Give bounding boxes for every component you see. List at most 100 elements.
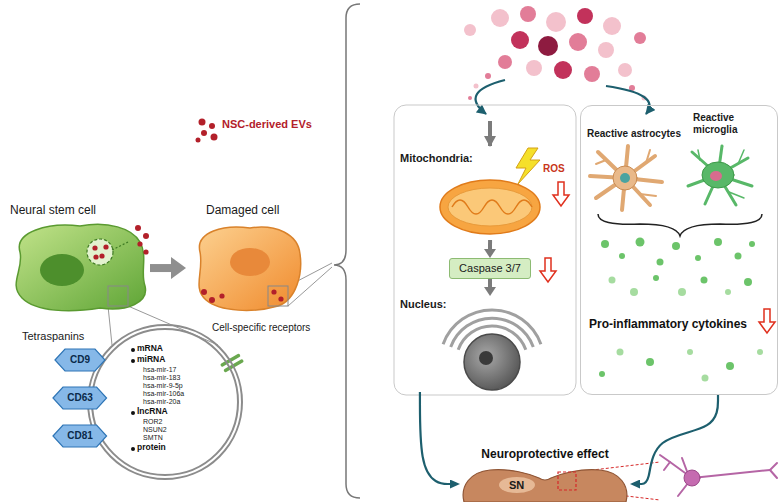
vesicle-cloud [569, 33, 587, 51]
heading-text: Mitochondria: [400, 152, 473, 165]
cytokine-dots [726, 362, 734, 370]
cytokine-dots [609, 277, 616, 284]
stem-cell-figure [40, 254, 84, 286]
brain-shape [463, 470, 627, 502]
uptake-arrow [476, 80, 650, 114]
nucleus-figure [479, 351, 493, 365]
astrocyte [613, 166, 637, 190]
vesicle-cargo: mRNAmiRNAhsa-mir-17hsa-mir-183hsa-mir-9-… [87, 324, 243, 480]
node-text: CD63 [67, 392, 93, 404]
brain-shape [460, 466, 630, 502]
stem-cell-figure [99, 253, 104, 258]
bullet-dot [131, 348, 135, 352]
bracket [334, 4, 360, 498]
stem-cell-figure [87, 239, 113, 265]
damaged-cell-figure [199, 227, 301, 310]
neuron [684, 470, 700, 486]
vesicle-cloud [511, 31, 529, 49]
inflammation-panel: Reactive astrocytesReactive microgliaPro… [580, 105, 778, 395]
vesicle-cloud [464, 6, 647, 101]
heading-text: Nucleus: [400, 298, 446, 311]
brain-region [499, 477, 535, 493]
node-text: Pro-inflammatory cytokines [589, 318, 747, 332]
vesicle-cloud [618, 63, 632, 77]
vesicle-cloud [474, 84, 479, 89]
cytokine-dots [714, 238, 722, 246]
diamond-shape [53, 425, 107, 447]
damaged-cell-figure [219, 293, 224, 298]
ev-dots [209, 123, 215, 129]
damaged-cell-figure [209, 297, 215, 303]
node-text: mRNA [137, 344, 163, 354]
cytokine-dots [725, 289, 731, 295]
brain-section: Neuroprotective effectSN [460, 448, 630, 502]
ev-dots [201, 130, 207, 136]
label-text: Tetraspanins [22, 330, 84, 343]
cytokine-dots [619, 253, 625, 259]
stem-cell-figure [103, 244, 108, 249]
astrocyte [646, 150, 650, 163]
diamond-shape [53, 387, 107, 409]
mitochondrion-figure [440, 180, 540, 234]
cytokine-dots [702, 375, 709, 382]
flow-arrow [490, 121, 491, 146]
cytokine-dots [653, 275, 659, 281]
stem-cell-figure [108, 286, 128, 306]
stem-cell-figure [16, 224, 149, 310]
connector-arrow [420, 392, 450, 484]
connector-arrow [488, 240, 492, 249]
cytokine-dots [678, 288, 686, 296]
vesicle-cloud [464, 24, 476, 36]
mitochondrion-figure [452, 200, 532, 214]
node-text: Reactive astrocytes [587, 128, 681, 140]
damaged-cell-figure [278, 296, 283, 301]
neuron [664, 462, 670, 470]
cytokine-dots [636, 238, 645, 247]
tetraspanin-marker: CD9 [55, 349, 105, 371]
bullet-dot [131, 447, 135, 451]
node-text: CD81 [67, 430, 93, 442]
heading-text: Neural stem cell [10, 204, 96, 218]
microglia [698, 150, 700, 160]
microglia [710, 171, 722, 181]
node-text: hsa-mir-106a [143, 390, 184, 398]
brace [598, 214, 762, 236]
neuron [770, 463, 777, 470]
uptake-arrow [606, 86, 650, 114]
microglia [688, 146, 752, 205]
cytokine-dots [701, 277, 708, 284]
stem-cell-figure [92, 245, 97, 250]
cytokine-dots [646, 358, 654, 366]
receptor [223, 359, 244, 373]
cytokine-dots [735, 253, 742, 260]
astrocyte [640, 194, 656, 196]
vesicle-cloud [598, 42, 614, 58]
connector-arrow [150, 264, 171, 272]
decrease-arrow [540, 182, 775, 333]
vesicle-cloud [520, 6, 536, 22]
panel-frame [394, 105, 576, 395]
cytokine-dots [695, 255, 701, 261]
ev-dots [199, 119, 206, 126]
vesicle-cloud [491, 9, 509, 27]
astrocyte [590, 146, 662, 210]
cytokine-dots [599, 371, 605, 377]
bracket [334, 4, 360, 498]
vesicle-cloud [538, 36, 558, 56]
ros-bolt [516, 148, 540, 184]
flow-arrow [488, 121, 492, 146]
receptor [220, 353, 244, 373]
label-text: NSC-derived EVs [222, 118, 312, 131]
node-text: hsa-mir-17 [143, 366, 176, 374]
tetraspanin-marker: CD81 [53, 425, 107, 447]
damaged-cell-figure [230, 248, 270, 276]
cytokine-dots [687, 349, 693, 355]
cytokine-dots [630, 288, 638, 296]
bullet-dot [131, 359, 135, 363]
connector-arrow [640, 395, 718, 484]
stem-cell-figure [143, 249, 148, 254]
node-text: protein [137, 443, 166, 453]
decrease-arrow [553, 182, 569, 206]
neuron [660, 455, 777, 496]
